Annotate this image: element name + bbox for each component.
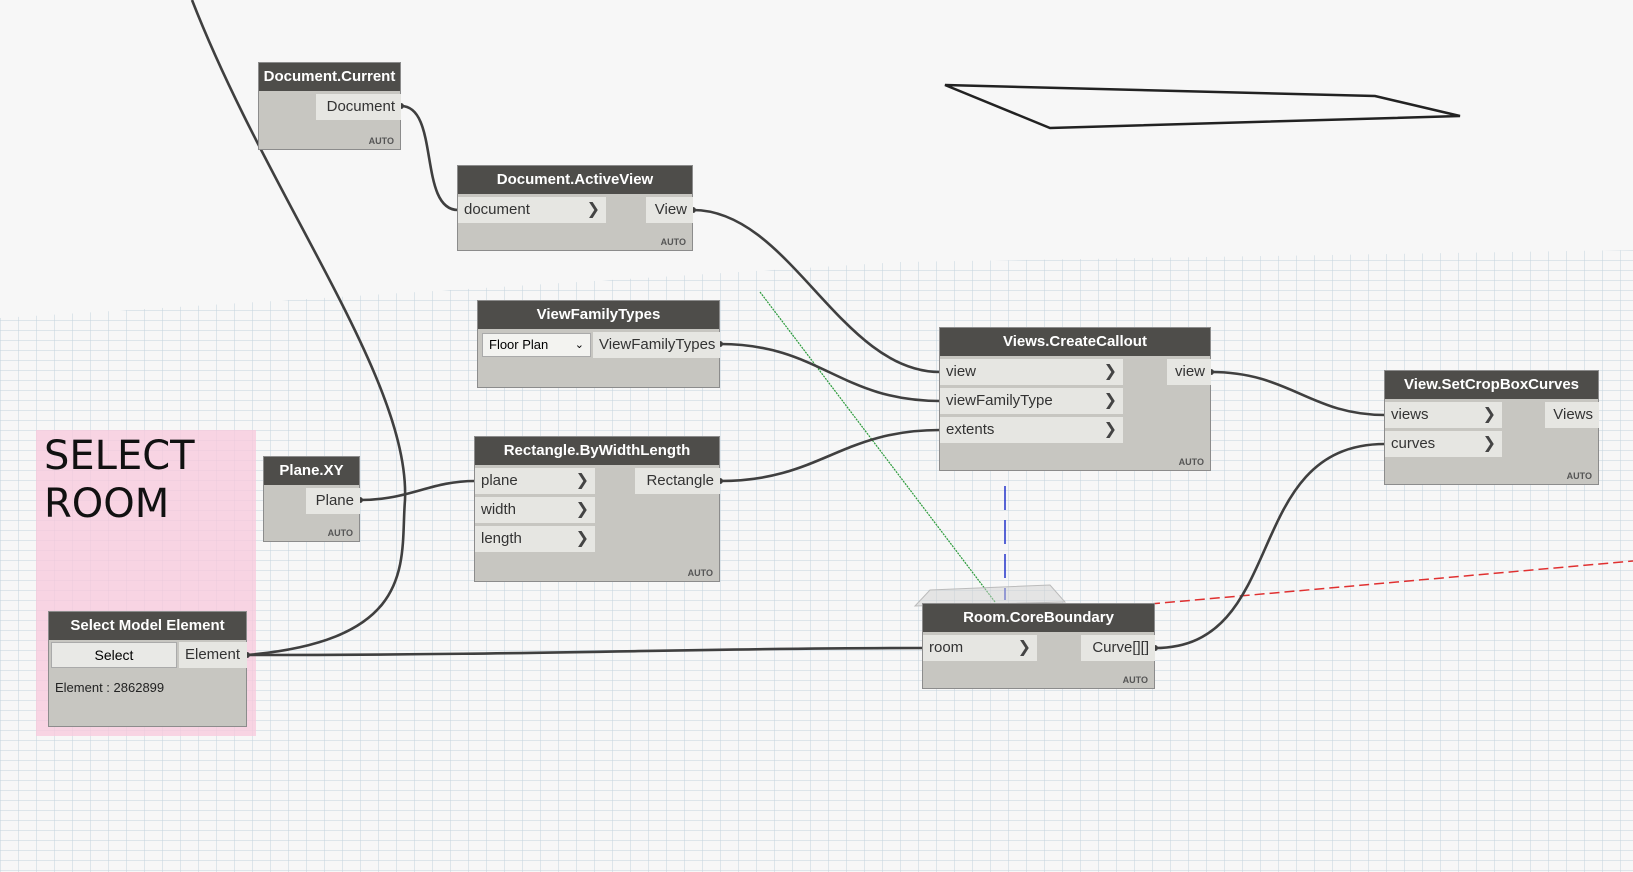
node-select-model-element[interactable]: Select Model Element Select Element Elem…	[48, 611, 247, 727]
chevron-right-icon: ❯	[586, 201, 600, 218]
output-port-views[interactable]: Views	[1545, 402, 1599, 428]
node-room-coreboundary[interactable]: Room.CoreBoundary room ❯ Curve[][] AUTO	[922, 603, 1155, 689]
input-port-view[interactable]: view ❯	[940, 359, 1123, 385]
node-title[interactable]: Views.CreateCallout	[940, 328, 1210, 356]
node-document-activeview[interactable]: Document.ActiveView document ❯ View AUTO	[457, 165, 693, 251]
preview-geometry-outline	[944, 83, 1461, 130]
input-port-label: view	[946, 363, 977, 380]
output-port-rectangle[interactable]: Rectangle	[635, 468, 720, 494]
node-title[interactable]: Document.ActiveView	[458, 166, 692, 194]
node-plane-xy[interactable]: Plane.XY Plane AUTO	[263, 456, 360, 542]
dropdown-value: Floor Plan	[489, 337, 549, 352]
input-port-length[interactable]: length ❯	[475, 526, 595, 552]
input-port-label: room	[929, 639, 964, 656]
output-port-curves[interactable]: Curve[][]	[1081, 635, 1155, 661]
element-id-text: Element : 2862899	[55, 680, 165, 695]
output-port-view[interactable]: view	[1167, 359, 1211, 385]
node-title[interactable]: View.SetCropBoxCurves	[1385, 371, 1598, 399]
preview-room-shape	[913, 584, 1067, 607]
node-rectangle-bywidthlength[interactable]: Rectangle.ByWidthLength plane ❯ width ❯ …	[474, 436, 720, 582]
output-port-plane[interactable]: Plane	[306, 488, 360, 514]
input-port-extents[interactable]: extents ❯	[940, 417, 1123, 443]
output-port-document[interactable]: Document	[316, 94, 401, 120]
input-port-label: document	[464, 201, 530, 218]
lacing-label: AUTO	[368, 136, 394, 146]
input-port-label: curves	[1391, 435, 1436, 452]
chevron-right-icon: ❯	[1103, 392, 1117, 409]
node-title[interactable]: Rectangle.ByWidthLength	[475, 437, 719, 465]
output-port-view[interactable]: View	[646, 197, 693, 223]
chevron-right-icon: ❯	[1103, 363, 1117, 380]
node-viewfamilytypes[interactable]: ViewFamilyTypes Floor Plan ⌄ ViewFamilyT…	[477, 300, 720, 388]
view-family-type-dropdown[interactable]: Floor Plan ⌄	[482, 333, 591, 357]
input-port-label: views	[1391, 406, 1429, 423]
output-port-element[interactable]: Element	[179, 642, 247, 668]
node-title[interactable]: Plane.XY	[264, 457, 359, 485]
input-port-label: length	[481, 530, 522, 547]
input-port-views[interactable]: views ❯	[1385, 402, 1502, 428]
lacing-label: AUTO	[687, 568, 713, 578]
chevron-right-icon: ❯	[1482, 435, 1496, 452]
output-port-viewfamilytypes[interactable]: ViewFamilyTypes	[593, 332, 720, 358]
chevron-right-icon: ❯	[575, 501, 589, 518]
group-title[interactable]: SELECT ROOM	[44, 433, 195, 527]
node-title[interactable]: Room.CoreBoundary	[923, 604, 1154, 632]
lacing-label: AUTO	[1178, 457, 1204, 467]
chevron-down-icon: ⌄	[574, 339, 584, 351]
select-button[interactable]: Select	[51, 642, 177, 668]
lacing-label: AUTO	[1566, 471, 1592, 481]
input-port-document[interactable]: document ❯	[458, 197, 606, 223]
lacing-label: AUTO	[1122, 675, 1148, 685]
input-port-label: extents	[946, 421, 995, 438]
node-views-createcallout[interactable]: Views.CreateCallout view ❯ viewFamilyTyp…	[939, 327, 1211, 471]
node-title[interactable]: Select Model Element	[49, 612, 246, 640]
node-title[interactable]: ViewFamilyTypes	[478, 301, 719, 329]
chevron-right-icon: ❯	[575, 472, 589, 489]
input-port-label: width	[481, 501, 517, 518]
node-document-current[interactable]: Document.Current Document AUTO	[258, 62, 401, 150]
chevron-right-icon: ❯	[1017, 639, 1031, 656]
lacing-label: AUTO	[660, 237, 686, 247]
node-view-setcropboxcurves[interactable]: View.SetCropBoxCurves views ❯ curves ❯ V…	[1384, 370, 1599, 485]
chevron-right-icon: ❯	[1103, 421, 1117, 438]
input-port-width[interactable]: width ❯	[475, 497, 595, 523]
input-port-curves[interactable]: curves ❯	[1385, 431, 1502, 457]
chevron-right-icon: ❯	[1482, 406, 1496, 423]
input-port-viewfamilytype[interactable]: viewFamilyType ❯	[940, 388, 1123, 414]
input-port-label: viewFamilyType	[946, 392, 1053, 409]
input-port-label: plane	[481, 472, 518, 489]
input-port-plane[interactable]: plane ❯	[475, 468, 595, 494]
lacing-label: AUTO	[327, 528, 353, 538]
chevron-right-icon: ❯	[575, 530, 589, 547]
input-port-room[interactable]: room ❯	[923, 635, 1037, 661]
node-title[interactable]: Document.Current	[259, 63, 400, 91]
